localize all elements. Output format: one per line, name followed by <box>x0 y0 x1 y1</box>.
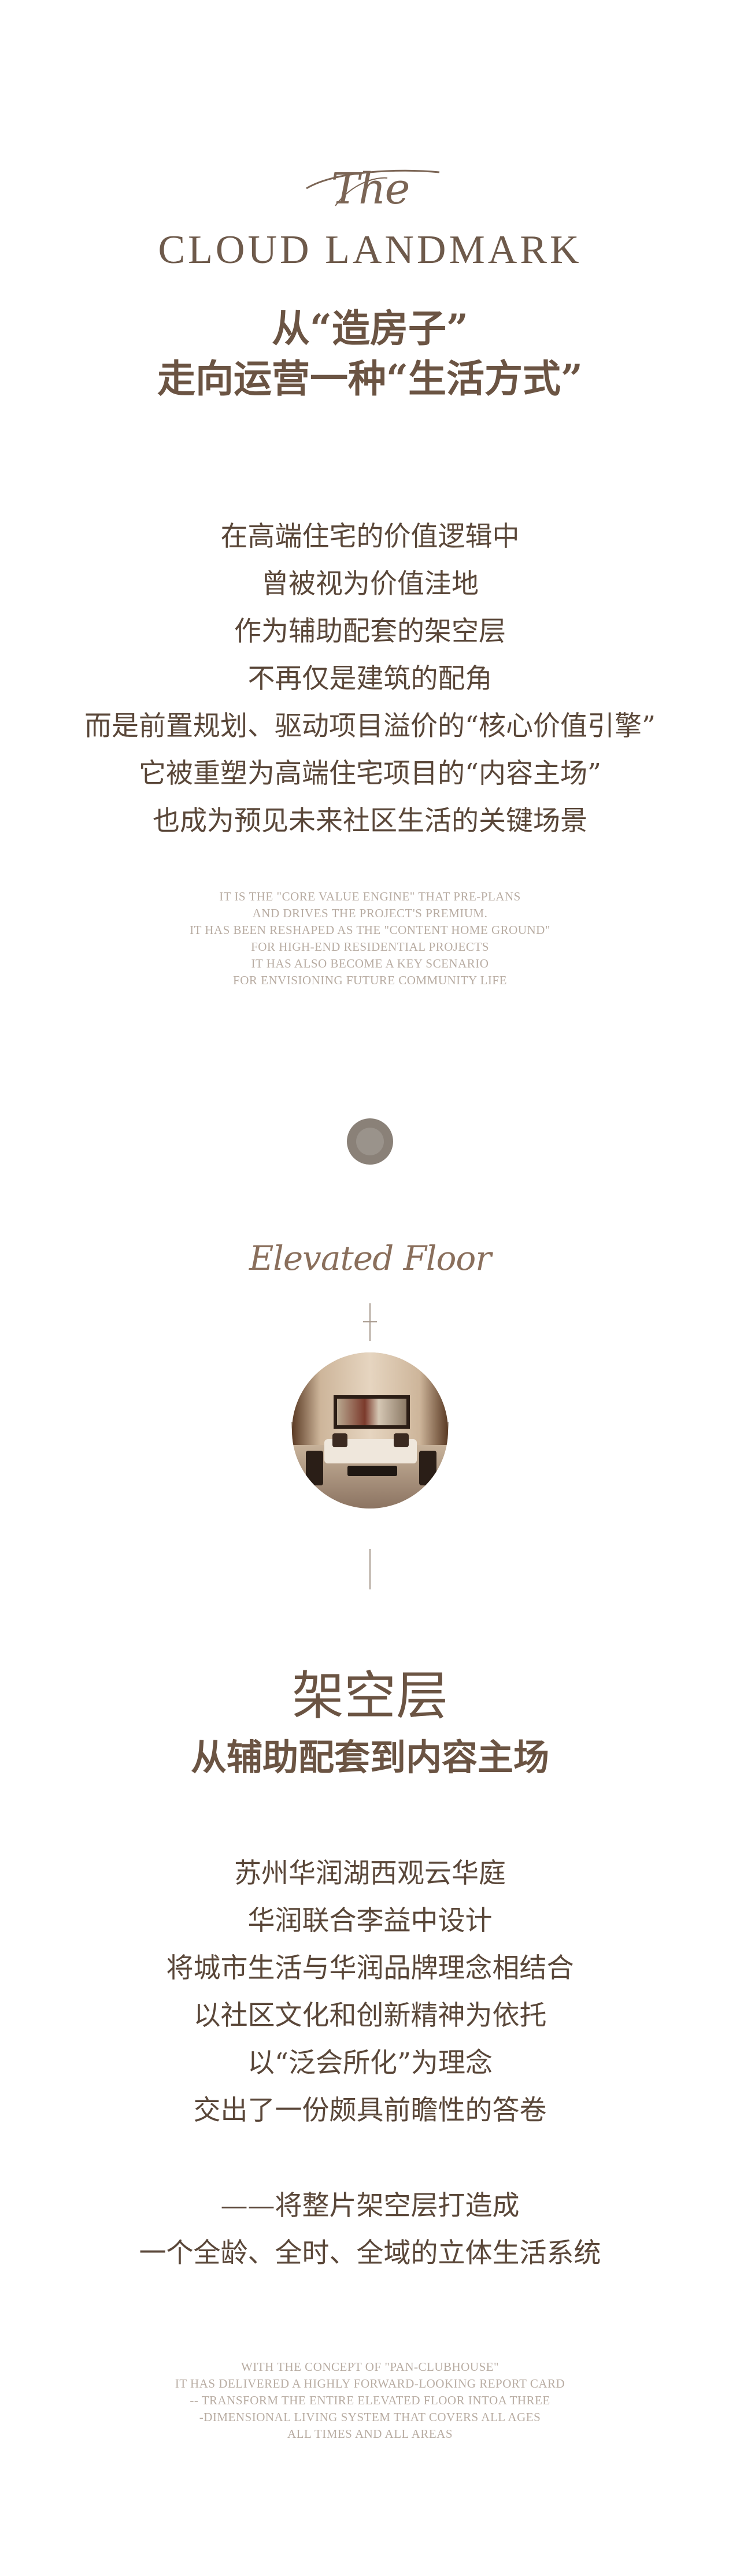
section-cn-line-2: 一个全龄、全时、全域的立体生活系统 <box>139 2237 601 2269</box>
intro-en-line: IT HAS BEEN RESHAPED AS THE "CONTENT HOM… <box>190 923 550 937</box>
intro-cn-line: 不再仅是建筑的配角 <box>247 663 493 695</box>
section-cn-line: 以社区文化和创新精神为依托 <box>193 2000 547 2032</box>
lounge-photo <box>292 1352 448 1508</box>
logo-script-word: The <box>331 164 410 214</box>
decorative-dot-icon <box>347 1118 393 1165</box>
section-en-line: IT HAS DELIVERED A HIGHLY FORWARD-LOOKIN… <box>175 2377 565 2390</box>
intro-en-line: IT IS THE "CORE VALUE ENGINE" THAT PRE-P… <box>219 889 521 903</box>
section-cn-line: 华润联合李益中设计 <box>247 1905 493 1937</box>
section-en-line: WITH THE CONCEPT OF "PAN-CLUBHOUSE" <box>240 2360 500 2374</box>
logo-swash <box>306 169 440 206</box>
intro-cn-line: 作为辅助配套的架空层 <box>234 616 506 647</box>
intro-cn-line: 而是前置规划、驱动项目溢价的“核心价值引擎” <box>84 710 656 742</box>
intro-en-line: FOR HIGH-END RESIDENTIAL PROJECTS <box>251 940 489 954</box>
decorative-dot-inner <box>356 1128 384 1155</box>
intro-en-line: IT HAS ALSO BECOME A KEY SCENARIO <box>251 957 489 970</box>
section-en-line: ALL TIMES AND ALL AREAS <box>287 2427 453 2441</box>
painting-icon <box>334 1395 410 1429</box>
intro-en-line: AND DRIVES THE PROJECT'S PREMIUM. <box>252 906 488 920</box>
section-cn-line: 将城市生活与华润品牌理念相结合 <box>166 1952 574 1984</box>
headline-line-1: 从“造房子” <box>272 306 468 351</box>
intro-cn-line: 也成为预见未来社区生活的关键场景 <box>153 805 587 837</box>
headline-line-2: 走向运营一种“生活方式” <box>157 356 583 401</box>
section-heading: 架空层 <box>292 1666 448 1726</box>
section-en-line: -- TRANSFORM THE ENTIRE ELEVATED FLOOR I… <box>190 2393 550 2407</box>
logo-main-text: CLOUD LANDMARK <box>158 228 582 272</box>
section-en-line: -DIMENSIONAL LIVING SYSTEM THAT COVERS A… <box>199 2410 541 2424</box>
section-cn-line: 以“泛会所化”为理念 <box>247 2047 493 2079</box>
section-cn-line: 交出了一份颇具前瞻性的答卷 <box>193 2095 547 2126</box>
intro-cn-line: 它被重塑为高端住宅项目的“内容主场” <box>138 758 602 790</box>
intro-cn-line: 曾被视为价值洼地 <box>261 568 479 600</box>
section-subheading: 从辅助配套到内容主场 <box>190 1736 549 1778</box>
elevated-floor-title: Elevated Floor <box>249 1239 491 1278</box>
section-cn-line: 苏州华润湖西观云华庭 <box>234 1858 506 1889</box>
section-cn-line-2: ——将整片架空层打造成 <box>220 2190 520 2222</box>
intro-en-line: FOR ENVISIONING FUTURE COMMUNITY LIFE <box>233 973 507 987</box>
intro-cn-line: 在高端住宅的价值逻辑中 <box>220 521 520 553</box>
